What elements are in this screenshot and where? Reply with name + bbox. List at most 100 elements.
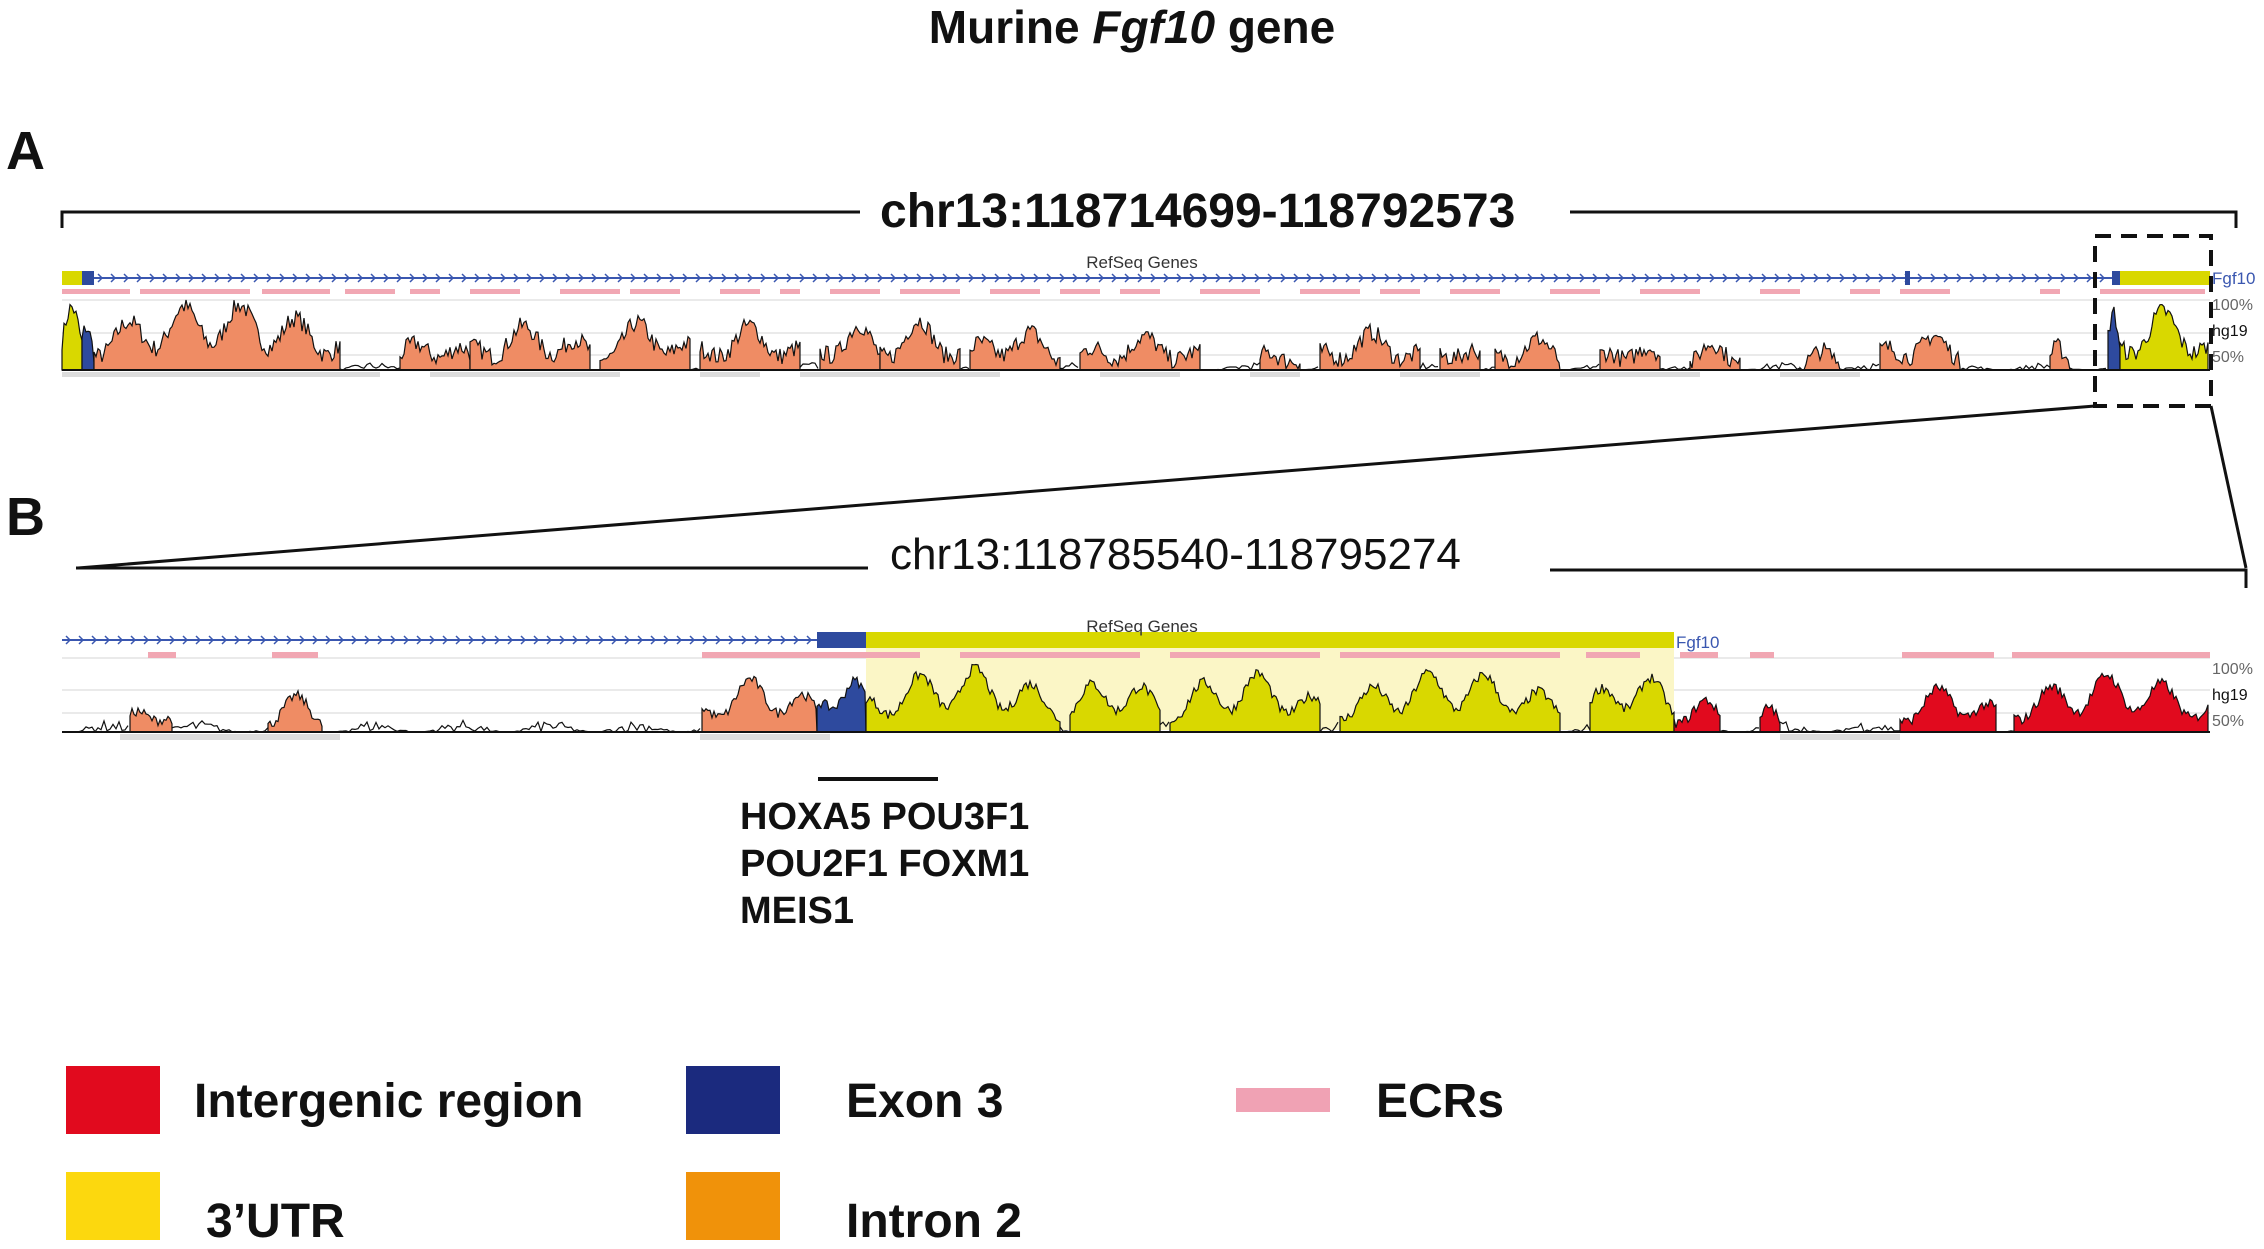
ecr-bar — [702, 652, 820, 658]
conservation-line — [800, 363, 818, 369]
ecr-bar — [1850, 289, 1880, 294]
panel-a-exon-right — [2112, 271, 2120, 285]
gray-bar — [1400, 372, 1480, 377]
panel-b-track: RefSeq Genes Fgf10 100% hg19 50% — [62, 617, 2253, 740]
gray-bar — [1250, 372, 1300, 377]
panel-a-track: RefSeq Genes Fgf10 100% hg19 50% — [62, 253, 2255, 377]
panel-a-bracket — [62, 212, 2236, 228]
ecr-bar — [1640, 289, 1700, 294]
legend-swatch-3utr — [66, 1172, 160, 1240]
ecr-bar — [1680, 652, 1718, 658]
conservation-peak — [470, 318, 590, 370]
panel-b-exon3-bar — [817, 632, 866, 648]
ecr-bar — [2012, 652, 2210, 658]
conservation-peak — [817, 677, 866, 732]
conservation-line — [1200, 363, 1260, 370]
conservation-peak — [1600, 347, 1660, 370]
legend-swatch-ecrs — [1236, 1088, 1330, 1112]
panel-a-exon-mid — [1905, 271, 1910, 285]
ecr-bar — [1170, 652, 1320, 658]
ecr-bar — [345, 289, 395, 294]
conservation-peak — [1674, 697, 1720, 732]
conservation-peak — [1320, 324, 1420, 370]
ecr-bar — [866, 652, 920, 658]
ecr-bar — [1586, 652, 1640, 658]
conservation-peak — [1495, 332, 1560, 370]
ecr-bar — [1902, 652, 1994, 658]
panel-a-gray-bars — [62, 372, 1860, 377]
ecr-bar — [140, 289, 250, 294]
conservation-line — [340, 363, 400, 370]
conservation-peak — [268, 691, 322, 732]
conservation-peak — [1440, 344, 1480, 370]
conservation-peak — [1900, 684, 1996, 732]
ecr-bar — [2100, 289, 2205, 294]
gray-bar — [800, 372, 1000, 377]
conservation-peak — [2050, 339, 2070, 370]
conservation-peak — [970, 326, 1060, 370]
panel-b-pct-high: 100% — [2212, 661, 2253, 678]
panel-a-utr-left — [62, 271, 82, 285]
ecr-bar — [1380, 289, 1420, 294]
conservation-peak — [400, 336, 470, 370]
ecr-bar — [1120, 289, 1160, 294]
conservation-peak — [702, 677, 817, 733]
conservation-line — [172, 721, 268, 732]
ecr-bar — [830, 289, 880, 294]
gray-bar — [1780, 372, 1860, 377]
gray-bar — [1100, 372, 1180, 377]
ecr-bar — [410, 289, 440, 294]
tf-site-list: HOXA5 POU3F1 POU2F1 FOXM1 MEIS1 — [740, 794, 1029, 935]
conservation-peak — [1260, 346, 1300, 371]
ecr-bar — [960, 652, 1140, 658]
tf-site-line-1: HOXA5 POU3F1 — [740, 794, 1029, 841]
ecr-bar — [1900, 289, 1950, 294]
panel-b-gene-name: Fgf10 — [1676, 633, 1719, 652]
panel-a-utr-right — [2120, 271, 2210, 285]
legend-label-ecrs: ECRs — [1376, 1074, 1504, 1129]
ecr-bar — [470, 289, 520, 294]
ecr-bar — [720, 289, 760, 294]
panel-b-bracket — [76, 568, 2246, 588]
tf-site-line-2: POU2F1 FOXM1 — [740, 841, 1029, 888]
legend-swatch-intron2 — [686, 1172, 780, 1240]
conservation-peak — [1800, 343, 1840, 370]
ecr-bar — [780, 289, 800, 294]
conservation-peak — [2014, 673, 2208, 732]
ecr-bar — [900, 289, 960, 294]
ecr-bar — [1760, 289, 1800, 294]
conservation-line — [1060, 363, 1078, 369]
ecr-bar — [1750, 652, 1774, 658]
conservation-peak — [82, 326, 94, 370]
panel-a-pct-high: 100% — [2212, 297, 2253, 314]
conservation-peak — [700, 320, 800, 370]
ecr-bar — [262, 289, 330, 294]
ecr-bar — [1550, 289, 1600, 294]
conservation-peak — [130, 708, 172, 732]
conservation-peak — [1690, 345, 1740, 371]
gray-bar — [120, 734, 340, 740]
legend-swatch-exon3 — [686, 1066, 780, 1134]
legend-label-3utr: 3’UTR — [206, 1194, 345, 1249]
panel-a-pct-low: 50% — [2212, 349, 2244, 366]
ecr-bar — [1300, 289, 1360, 294]
conservation-line — [1960, 363, 2050, 370]
panel-b-gray-bars — [120, 734, 1900, 740]
panel-b-utr-bar — [866, 632, 1674, 648]
conservation-line — [62, 721, 128, 732]
legend-swatch-intergenic — [66, 1066, 160, 1134]
ecr-bar — [1060, 289, 1100, 294]
panel-a-ecr-bars — [62, 289, 2205, 294]
panel-a-conservation-profile — [62, 300, 2208, 370]
gray-bar — [700, 372, 760, 377]
gray-bar — [62, 372, 380, 377]
gray-bar — [430, 372, 620, 377]
conservation-line — [1420, 363, 1438, 369]
legend-label-intergenic: Intergenic region — [194, 1074, 583, 1129]
conservation-peak — [600, 316, 690, 370]
conservation-peak — [1880, 335, 1960, 370]
gray-bar — [700, 734, 830, 740]
conservation-peak — [1080, 332, 1200, 370]
conservation-peak — [880, 318, 960, 370]
